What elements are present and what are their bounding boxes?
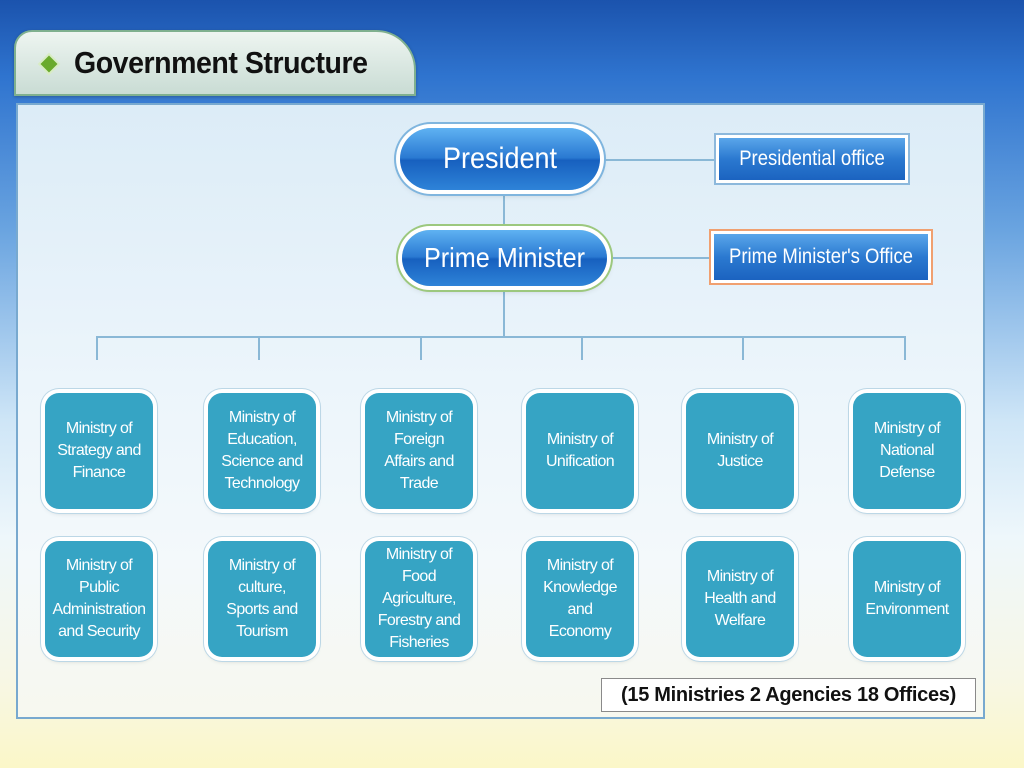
connector-drop	[420, 336, 422, 360]
connector-drop	[258, 336, 260, 360]
summary-note: (15 Ministries 2 Agencies 18 Offices)	[601, 678, 976, 712]
connector-president-office	[600, 159, 719, 161]
page-title: Government Structure	[74, 45, 368, 80]
connector-drop	[742, 336, 744, 360]
presidential-office-node: Presidential office	[719, 138, 905, 180]
ministry-national-defense: Ministry of National Defense	[853, 393, 961, 509]
connector-pm-ministries	[503, 286, 505, 336]
connector-president-pm	[503, 190, 505, 230]
ministry-culture-sports-tourism: Ministry of culture, Sports and Tourism	[208, 541, 316, 657]
ministry-knowledge-economy: Ministry of Knowledge and Economy	[526, 541, 634, 657]
title-tab: Government Structure	[14, 30, 416, 96]
ministry-justice: Ministry of Justice	[686, 393, 794, 509]
ministry-strategy-finance: Ministry of Strategy and Finance	[45, 393, 153, 509]
prime-minister-node: Prime Minister	[402, 230, 607, 286]
ministry-unification: Ministry of Unification	[526, 393, 634, 509]
ministry-environment: Ministry of Environment	[853, 541, 961, 657]
connector-drop	[581, 336, 583, 360]
president-node: President	[400, 128, 600, 190]
connector-drop	[904, 336, 906, 360]
ministry-education-science-technology: Ministry of Education, Science and Techn…	[208, 393, 316, 509]
connector-ministries-bus	[96, 336, 906, 338]
ministry-public-administration-security: Ministry of Public Administration and Se…	[45, 541, 153, 657]
diamond-bullet-icon	[40, 55, 58, 73]
connector-pm-office	[607, 257, 714, 259]
connector-drop	[96, 336, 98, 360]
ministry-health-welfare: Ministry of Health and Welfare	[686, 541, 794, 657]
prime-ministers-office-node: Prime Minister's Office	[714, 234, 928, 280]
ministry-foreign-affairs-trade: Ministry of Foreign Affairs and Trade	[365, 393, 473, 509]
org-chart-panel	[16, 103, 985, 719]
ministry-food-agriculture-forestry-fisheries: Ministry of Food Agriculture, Forestry a…	[365, 541, 473, 657]
